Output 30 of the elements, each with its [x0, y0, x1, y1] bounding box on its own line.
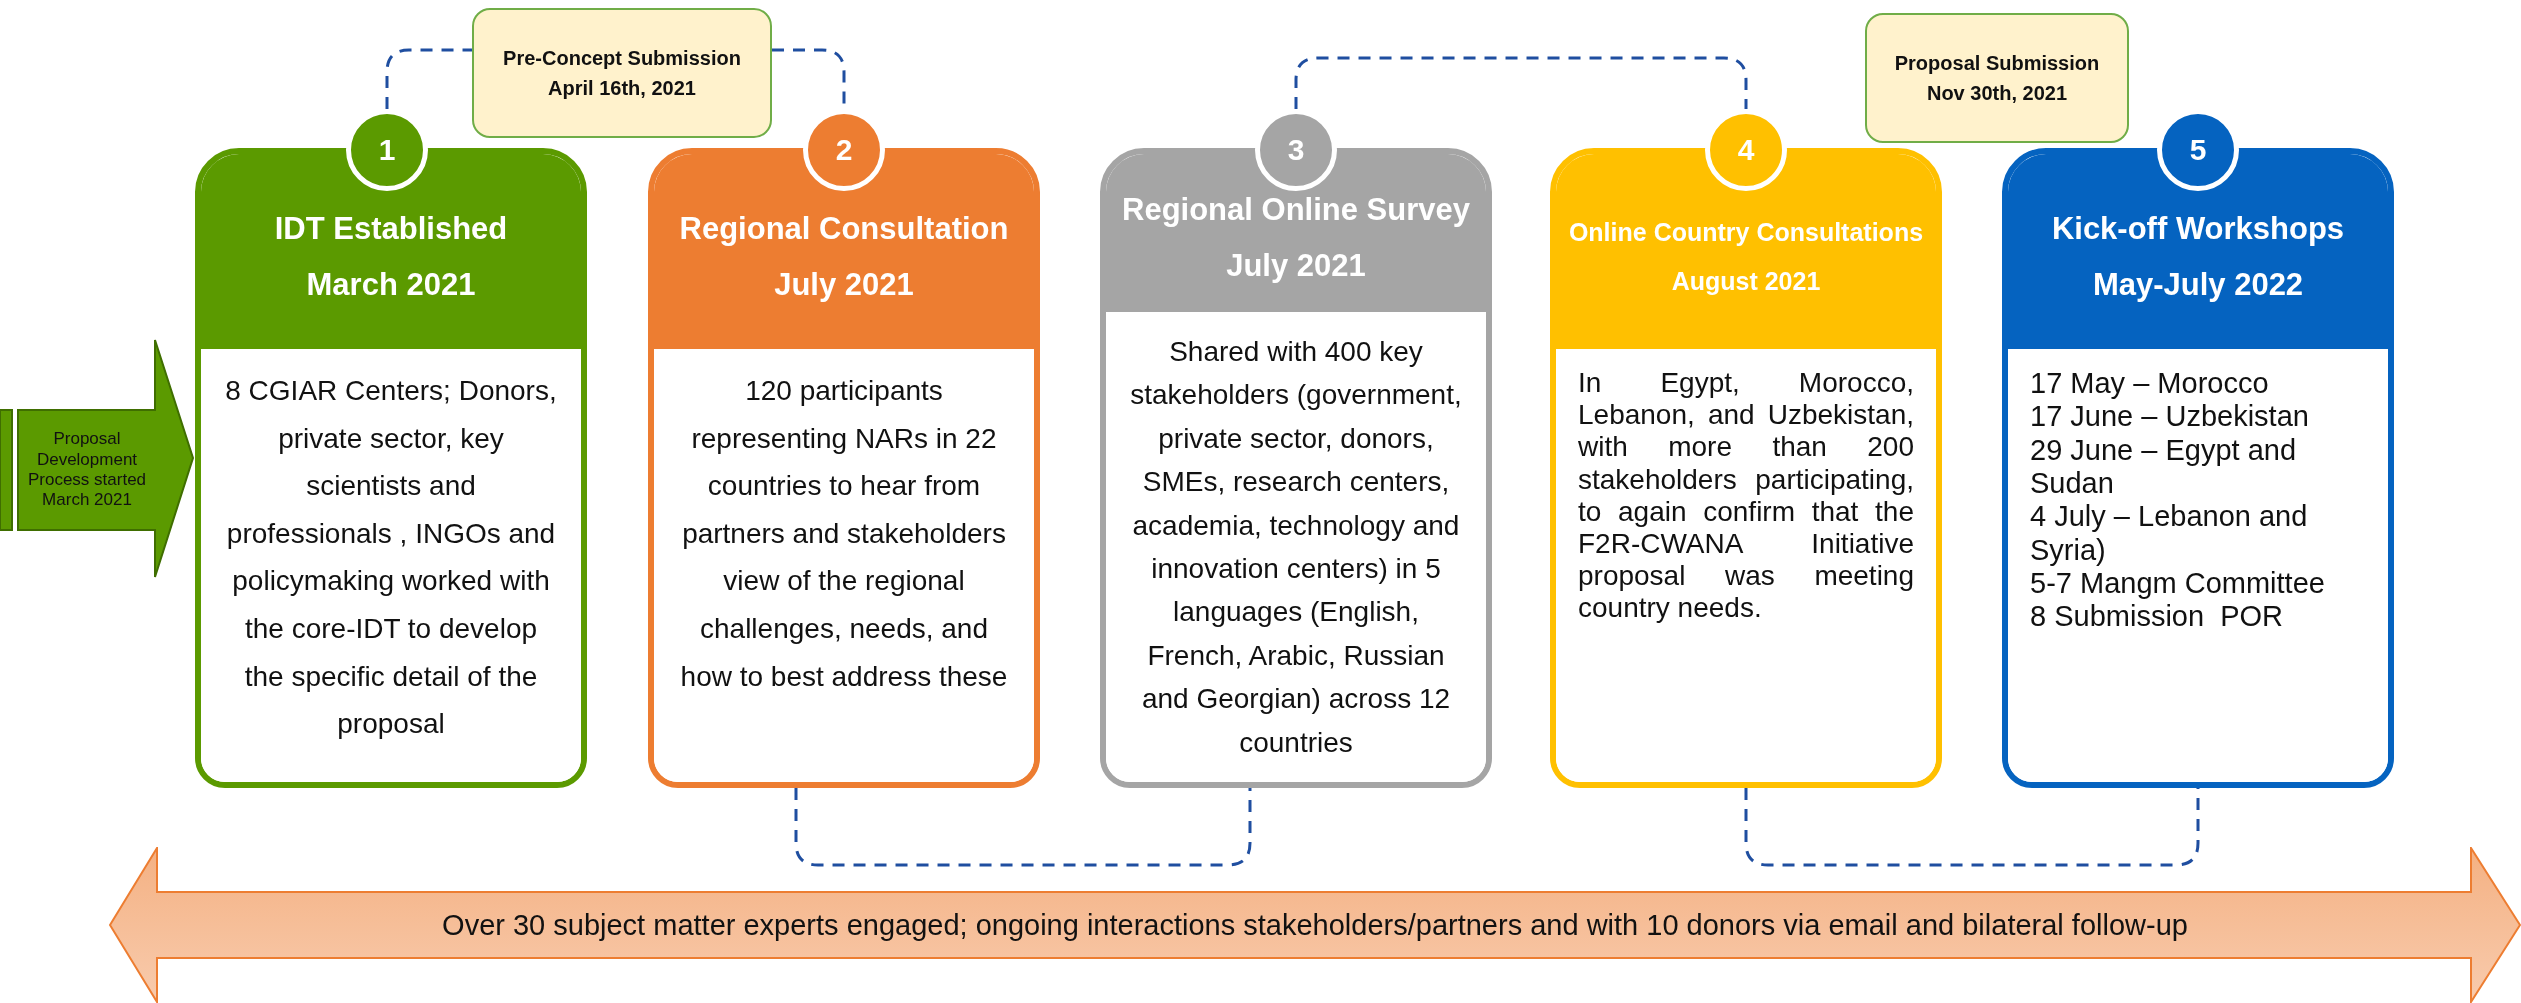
step-description: In Egypt, Morocco, Lebanon, and Uzbekistan, with more than 200 stakeholders participating, to again confirm that the F2R-CWANA Initiative proposal was meeting country needs. — [1578, 367, 1914, 625]
step-title: IDT Established — [274, 210, 508, 247]
dashed-connector — [794, 788, 1252, 867]
step-title: Regional Online Survey — [1122, 192, 1470, 229]
dashed-connector — [1744, 788, 2200, 867]
schedule-line: 17 June – Uzbekistan — [2030, 400, 2310, 434]
schedule-line: 5-7 Mangm Committee — [2030, 567, 2326, 601]
start-arrow — [0, 338, 195, 579]
band-text: Over 30 subject matter experts engaged; ongoing interactions stakeholders/partners and with 10 donors via email and bilateral follow-up — [441, 907, 2189, 943]
step-date: July 2021 — [1226, 248, 1366, 285]
step-title: Online Country Consultations — [1568, 217, 1924, 247]
dashed-connector — [385, 48, 472, 109]
step-title: Kick-off Workshops — [2051, 210, 2345, 247]
arrow-label: Proposal Development Process started March 2021 — [26, 428, 148, 512]
schedule-line: 29 June – Egypt and Sudan — [2030, 433, 2298, 501]
milestone-box: Proposal Submission Nov 30th, 2021 — [1865, 13, 2129, 143]
schedule-line: 17 May – Morocco — [2030, 367, 2270, 401]
schedule-line: 4 July – Lebanon and Syria) — [2030, 500, 2309, 568]
step-date: July 2021 — [774, 266, 914, 303]
step-date: May-July 2022 — [2092, 266, 2304, 303]
dashed-connector — [1294, 56, 1748, 109]
schedule-line: 8 Submission POR — [2030, 600, 2285, 634]
step-description: 8 CGIAR Centers; Donors, private sector, key scientists and professionals , INGOs and policymaking worked with the core-IDT to develop the specific detail of the proposal — [224, 374, 558, 742]
double-arrow-band — [109, 847, 2521, 1003]
step-description: 120 participants representing NARs in 22 countries to hear from partners and stakeholders view of the regional challenges, needs, and how to best address these — [679, 374, 1009, 694]
step-description: Shared with 400 key stakeholders (government, private sector, donors, SMEs, research centers, academia, technology and innovation centers) in 5 languages (English, French, Arabic, Russian and Georgian) across 12 countries — [1129, 335, 1463, 760]
step-date: March 2021 — [306, 266, 476, 303]
step-date: August 2021 — [1671, 266, 1821, 296]
step-title: Regional Consultation — [679, 210, 1009, 247]
milestone-box: Pre-Concept Submission April 16th, 2021 — [472, 8, 772, 138]
